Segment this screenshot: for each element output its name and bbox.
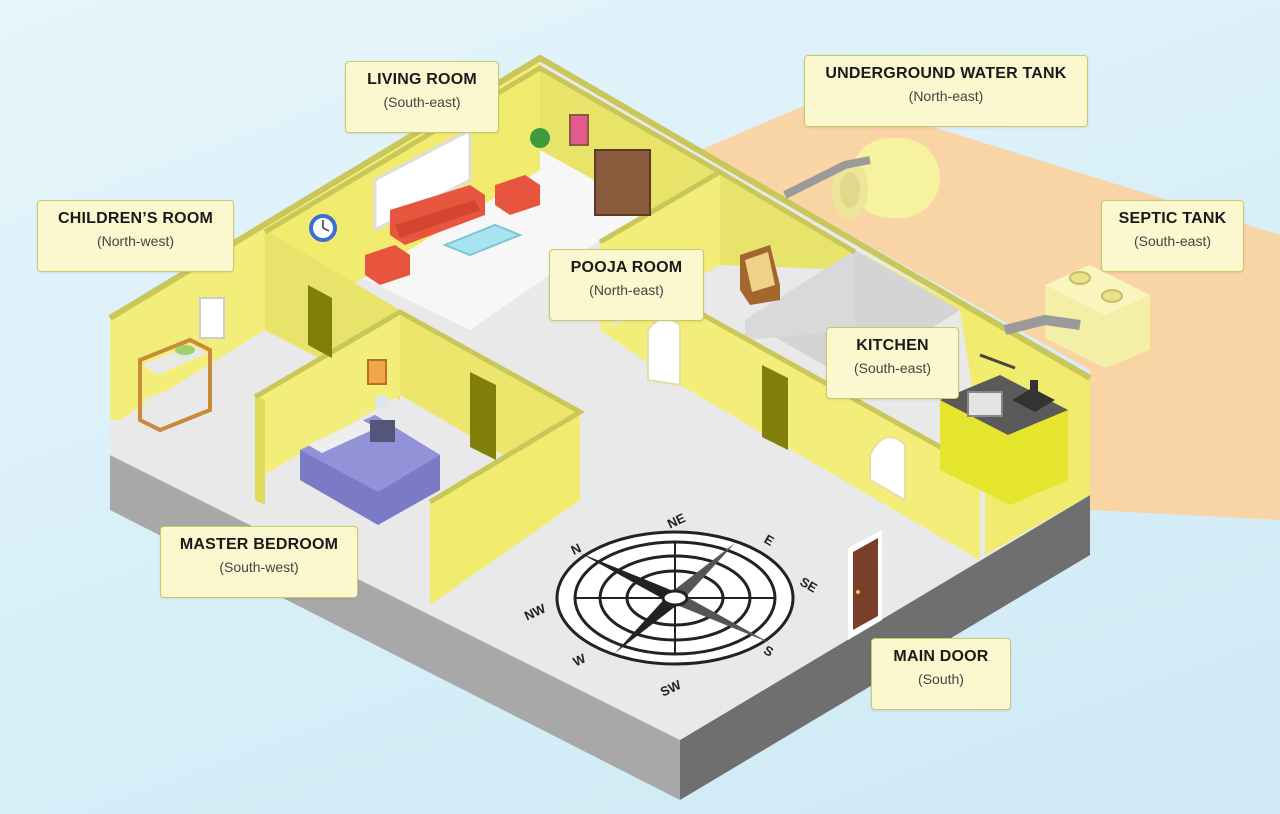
wall-master-divider (430, 410, 580, 605)
living-room-title: LIVING ROOM (367, 71, 477, 88)
wall-master-back (255, 310, 400, 480)
lamp-icon (375, 395, 389, 409)
main-door-direction: (South) (918, 671, 964, 687)
wall-kitchen-back (745, 250, 855, 340)
pooja-room-title: POOJA ROOM (570, 259, 683, 276)
wall-master-front (255, 395, 265, 505)
septic-tank-icon (1045, 265, 1150, 368)
pooja-room-direction: (North-east) (589, 282, 664, 298)
septic-tank-direction: (South-east) (1133, 233, 1212, 249)
water-tank-icon (832, 138, 940, 220)
kitchen-direction: (South-east) (853, 360, 932, 376)
underground-water-tank-title: UNDERGROUND WATER TANK (825, 65, 1067, 82)
wall-pooja-right (720, 170, 855, 270)
living-room-label: LIVING ROOM (South-east) (345, 61, 499, 133)
childrens-room-title: CHILDREN’S ROOM (58, 210, 213, 227)
wall-top-edges (108, 55, 1092, 381)
main-door-label: MAIN DOOR (South) (871, 638, 1011, 710)
armchair-right (495, 175, 540, 215)
master-bedroom-label: MASTER BEDROOM (South-west) (160, 526, 358, 598)
microwave-icon (967, 391, 1003, 417)
bedroom-door (470, 372, 496, 460)
underground-water-tank-label: UNDERGROUND WATER TANK (North-east) (804, 55, 1088, 127)
kitchen-title: KITCHEN (856, 337, 929, 354)
compass-label-ne: NE (665, 510, 688, 531)
bedroom-frame (367, 359, 387, 385)
wall-frame (569, 114, 589, 146)
master-bedroom-title: MASTER BEDROOM (179, 536, 339, 553)
pooja-arch-door (647, 317, 681, 387)
shelf-unit (594, 149, 651, 216)
armchair-left (365, 245, 410, 285)
nightstand (370, 420, 395, 442)
septic-tank-title: SEPTIC TANK (1118, 210, 1227, 227)
water-pipe (783, 156, 871, 199)
sofa (390, 185, 485, 245)
children-window (199, 297, 225, 339)
pooja-room-label: POOJA ROOM (North-east) (549, 249, 704, 321)
hall-door (762, 365, 788, 450)
pooja-shrine (740, 245, 780, 305)
glass-table (442, 223, 523, 257)
plant-icon (530, 128, 550, 148)
main-door-title: MAIN DOOR (893, 648, 989, 665)
underground-water-tank-direction: (North-east) (908, 88, 984, 104)
bunk-bed (138, 337, 212, 433)
main-door (848, 530, 882, 640)
childrens-room-label: CHILDREN’S ROOM (North-west) (37, 200, 234, 272)
chimney-hood-icon (1012, 388, 1055, 412)
master-bedroom-direction: (South-west) (219, 559, 299, 575)
wall-hall-center (600, 300, 980, 560)
septic-tank-label: SEPTIC TANK (South-east) (1101, 200, 1244, 272)
children-door (308, 285, 332, 358)
living-room-direction: (South-east) (383, 94, 461, 110)
compass-rose (555, 530, 795, 666)
kitchen-arch (869, 436, 906, 502)
window (373, 127, 472, 233)
kitchen-label: KITCHEN (South-east) (826, 327, 959, 399)
septic-pipe (1003, 314, 1081, 335)
knife-rack-icon (979, 353, 1016, 370)
childrens-room-direction: (North-west) (96, 233, 174, 249)
double-bed (300, 415, 440, 525)
